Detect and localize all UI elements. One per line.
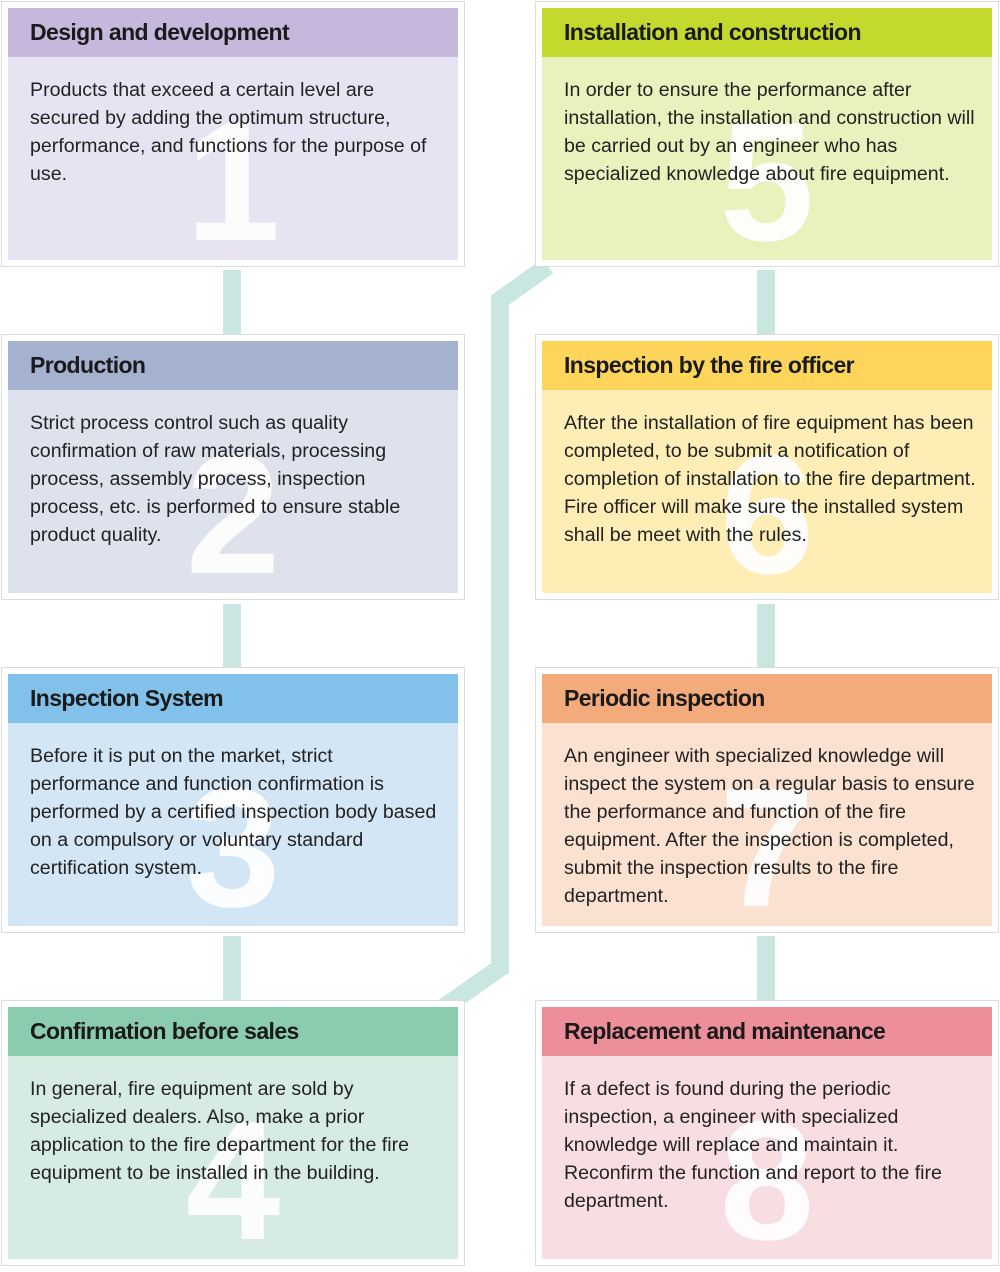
step-card-2: Production 2 Strict process control such… xyxy=(1,334,465,600)
step-3-body: 3 Before it is put on the market, strict… xyxy=(8,723,458,926)
step-8-body: 8 If a defect is found during the period… xyxy=(542,1056,992,1259)
step-1-header: Design and development xyxy=(8,8,458,57)
step-5-description: In order to ensure the performance after… xyxy=(564,79,975,185)
step-6-body: 6 After the installation of fire equipme… xyxy=(542,390,992,593)
step-3-header: Inspection System xyxy=(8,674,458,723)
step-8-header: Replacement and maintenance xyxy=(542,1007,992,1056)
step-2-description: Strict process control such as quality c… xyxy=(30,412,401,546)
step-8-description: If a defect is found during the periodic… xyxy=(564,1078,942,1212)
step-7-body: 7 An engineer with specialized knowledge… xyxy=(542,723,992,926)
step-5-header: Installation and construction xyxy=(542,8,992,57)
step-card-3: Inspection System 3 Before it is put on … xyxy=(1,667,465,933)
step-card-1: Design and development 1 Products that e… xyxy=(1,1,465,267)
step-card-6: Inspection by the fire officer 6 After t… xyxy=(535,334,999,600)
step-2-body: 2 Strict process control such as quality… xyxy=(8,390,458,593)
step-3-title: Inspection System xyxy=(30,685,224,711)
step-2-header: Production xyxy=(8,341,458,390)
step-6-header: Inspection by the fire officer xyxy=(542,341,992,390)
step-card-4: Confirmation before sales 4 In general, … xyxy=(1,1000,465,1266)
step-1-description: Products that exceed a certain level are… xyxy=(30,79,427,185)
step-1-title: Design and development xyxy=(30,19,290,45)
step-3-description: Before it is put on the market, strict p… xyxy=(30,745,437,879)
step-card-8: Replacement and maintenance 8 If a defec… xyxy=(535,1000,999,1266)
step-5-title: Installation and construction xyxy=(564,19,862,45)
connector-4-5 xyxy=(434,258,554,1018)
step-7-title: Periodic inspection xyxy=(564,685,765,711)
step-8-title: Replacement and maintenance xyxy=(564,1018,886,1044)
step-7-number: 7 xyxy=(719,753,815,926)
step-card-5: Installation and construction 5 In order… xyxy=(535,1,999,267)
step-2-title: Production xyxy=(30,352,146,378)
step-4-number: 4 xyxy=(185,1086,281,1259)
step-5-body: 5 In order to ensure the performance aft… xyxy=(542,57,992,260)
step-6-title: Inspection by the fire officer xyxy=(564,352,855,378)
step-4-body: 4 In general, fire equipment are sold by… xyxy=(8,1056,458,1259)
step-card-7: Periodic inspection 7 An engineer with s… xyxy=(535,667,999,933)
step-4-description: In general, fire equipment are sold by s… xyxy=(30,1078,410,1184)
step-4-header: Confirmation before sales xyxy=(8,1007,458,1056)
step-3-number: 3 xyxy=(185,753,281,926)
step-1-number: 1 xyxy=(185,87,281,260)
step-8-number: 8 xyxy=(719,1086,815,1259)
step-2-number: 2 xyxy=(185,420,281,593)
step-1-body: 1 Products that exceed a certain level a… xyxy=(8,57,458,260)
step-7-header: Periodic inspection xyxy=(542,674,992,723)
step-6-number: 6 xyxy=(719,420,815,593)
step-5-number: 5 xyxy=(719,87,815,260)
step-7-description: An engineer with specialized knowledge w… xyxy=(564,745,975,907)
step-6-description: After the installation of fire equipment… xyxy=(564,412,976,546)
step-4-title: Confirmation before sales xyxy=(30,1018,299,1044)
